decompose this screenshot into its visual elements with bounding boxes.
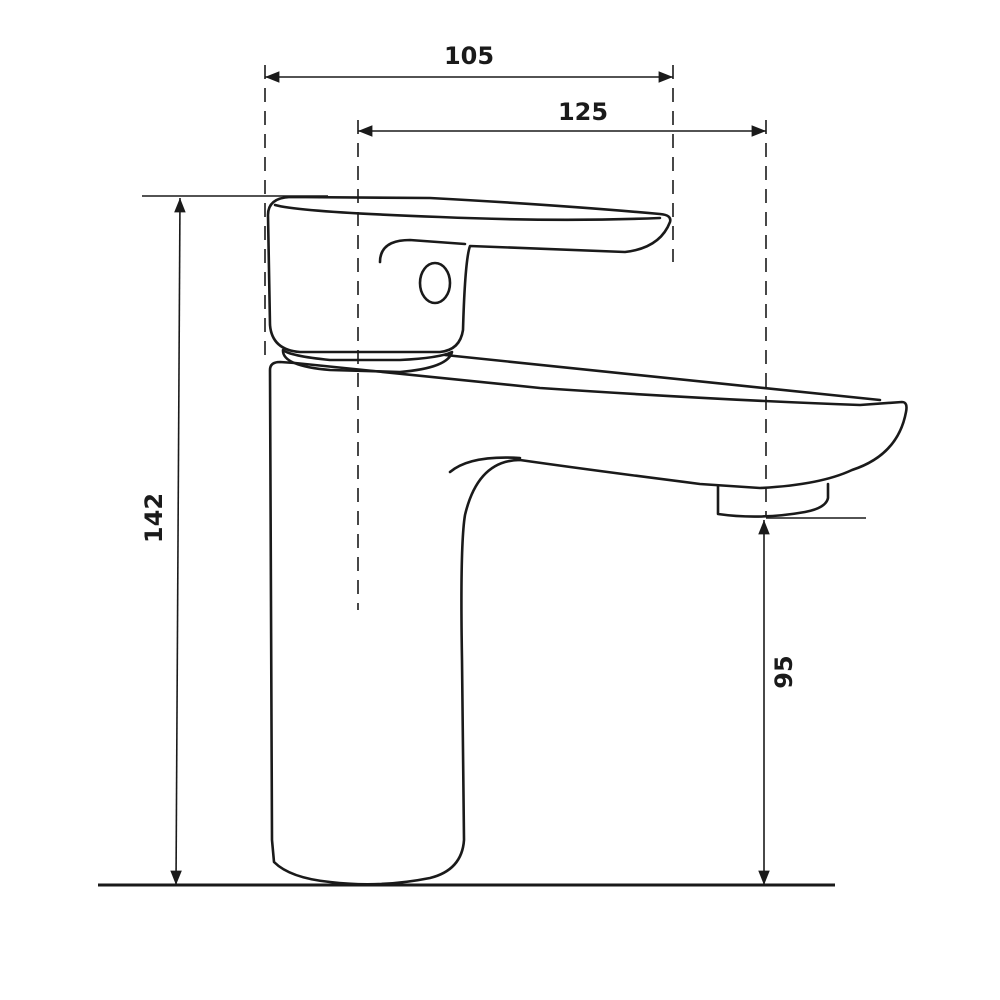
faucet-body bbox=[268, 360, 908, 886]
dimension-label-total-height: 142 bbox=[140, 493, 168, 543]
lever-cap-curve bbox=[378, 238, 467, 264]
dimension-label-spout-reach: 125 bbox=[558, 98, 608, 126]
dimension-line-total-height bbox=[170, 197, 186, 886]
aerator bbox=[716, 482, 830, 518]
lever-inner-edge bbox=[273, 203, 662, 222]
spout-underside-curve bbox=[448, 456, 522, 474]
handle-lever bbox=[266, 195, 672, 354]
handle-base-ring bbox=[281, 348, 454, 374]
dimension-label-spout-height: 95 bbox=[770, 655, 798, 688]
screw-hole-icon bbox=[418, 261, 452, 305]
dimension-label-top-width: 105 bbox=[444, 42, 494, 70]
spout-top-edge bbox=[443, 353, 882, 402]
